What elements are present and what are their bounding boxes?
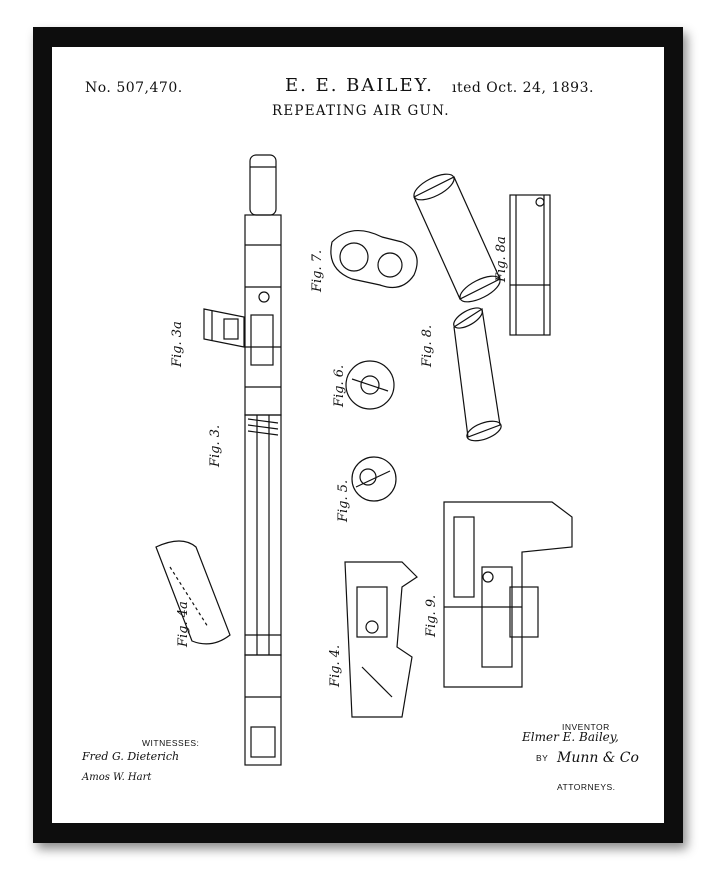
figure-label-4: Fig. 4. (328, 644, 343, 687)
fig3a-detail-drawing (203, 308, 245, 348)
patent-title: REPEATING AIR GUN. (272, 103, 450, 119)
fig3-barrel-drawing (244, 154, 282, 766)
figure-label-9: Fig. 9. (424, 594, 439, 637)
fig4-breech-drawing (344, 561, 418, 718)
fig7-plate-drawing (330, 230, 418, 288)
patent-line-drawing (155, 154, 573, 766)
inventor-label: INVENTOR (562, 722, 610, 732)
inventor-heading: E. E. BAILEY. (285, 75, 434, 96)
by-label: BY (536, 753, 549, 763)
fig8-lower-tube-drawing (453, 307, 502, 442)
fig5-disc-drawing (351, 456, 397, 502)
fig8a-section-drawing (509, 194, 551, 336)
figure-label-8: Fig. 8. (420, 324, 435, 367)
attorneys-label: ATTORNEYS. (557, 782, 616, 792)
patent-date: ıted Oct. 24, 1893. (452, 80, 594, 96)
patent-number: No. 507,470. (85, 80, 183, 96)
fig8-upper-tube-drawing (413, 173, 501, 303)
patent-drawing-sheet: No. 507,470. E. E. BAILEY. ıted Oct. 24,… (52, 47, 664, 823)
attorney-signature: Munn & Co (557, 750, 639, 766)
fig6-disc-drawing (345, 360, 395, 410)
witness-signature-2: Amos W. Hart (82, 772, 152, 783)
figure-label-8a: Fig. 8a (494, 236, 509, 282)
inventor-signature: Elmer E. Bailey, (522, 730, 619, 744)
figure-label-6: Fig. 6. (332, 364, 347, 407)
witnesses-label: WITNESSES: (142, 738, 200, 748)
figure-label-3: Fig. 3. (208, 424, 223, 467)
witness-signature-1: Fred G. Dieterich (82, 750, 180, 763)
fig4a-tube-drawing (155, 540, 231, 645)
figure-label-7: Fig. 7. (310, 249, 325, 292)
fig9-mechanism-drawing (443, 501, 573, 688)
figure-label-5: Fig. 5. (336, 479, 351, 522)
figure-label-3a: Fig. 3a (170, 321, 185, 367)
figure-label-4a: Fig. 4a (176, 601, 191, 647)
